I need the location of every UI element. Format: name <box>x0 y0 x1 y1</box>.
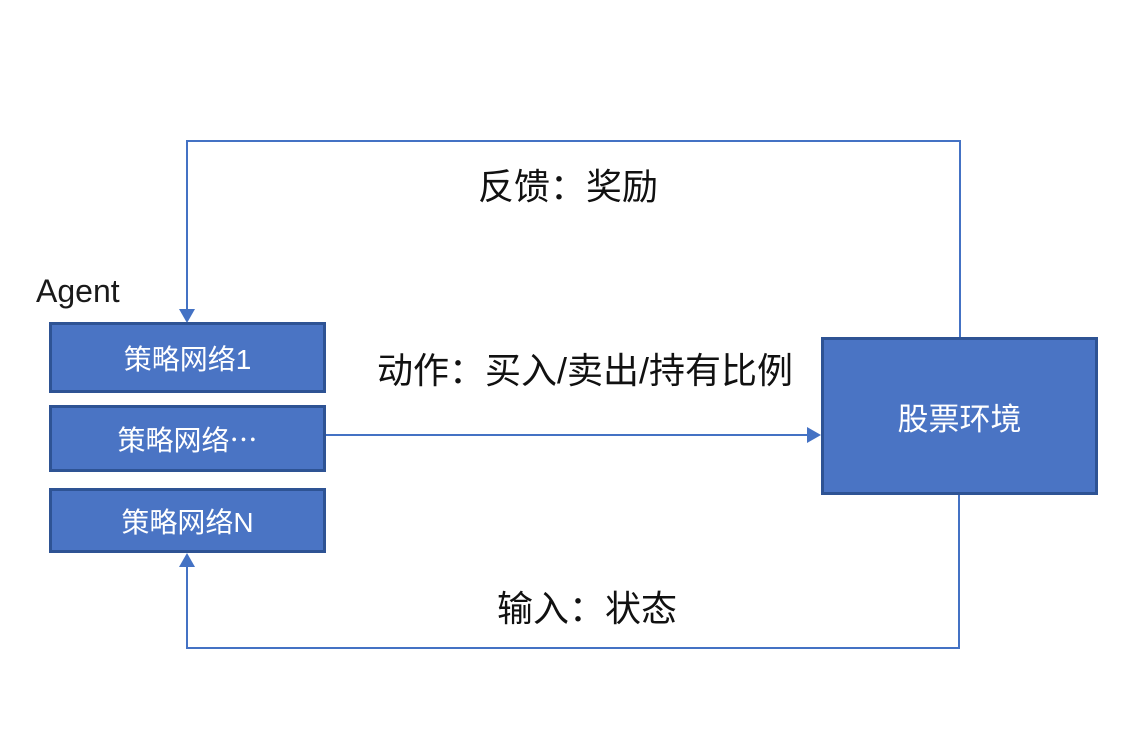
agent-label: Agent <box>36 273 120 309</box>
action-arrow <box>326 427 821 443</box>
policy-network-ellipsis-node: 策略网络⋯ <box>49 405 326 472</box>
action-buy-sell-hold-label: 动作：买入/卖出/持有比例 <box>377 350 794 391</box>
input-arrow <box>179 495 960 649</box>
input-state-label: 输入：状态 <box>497 588 678 629</box>
policy-network-1-node: 策略网络1 <box>49 322 326 393</box>
stock-environment-node: 股票环境 <box>821 337 1098 495</box>
feedback-arrow <box>179 140 961 337</box>
policy-network-n-node: 策略网络N <box>49 488 326 553</box>
feedback-reward-label: 反馈：奖励 <box>478 166 659 207</box>
